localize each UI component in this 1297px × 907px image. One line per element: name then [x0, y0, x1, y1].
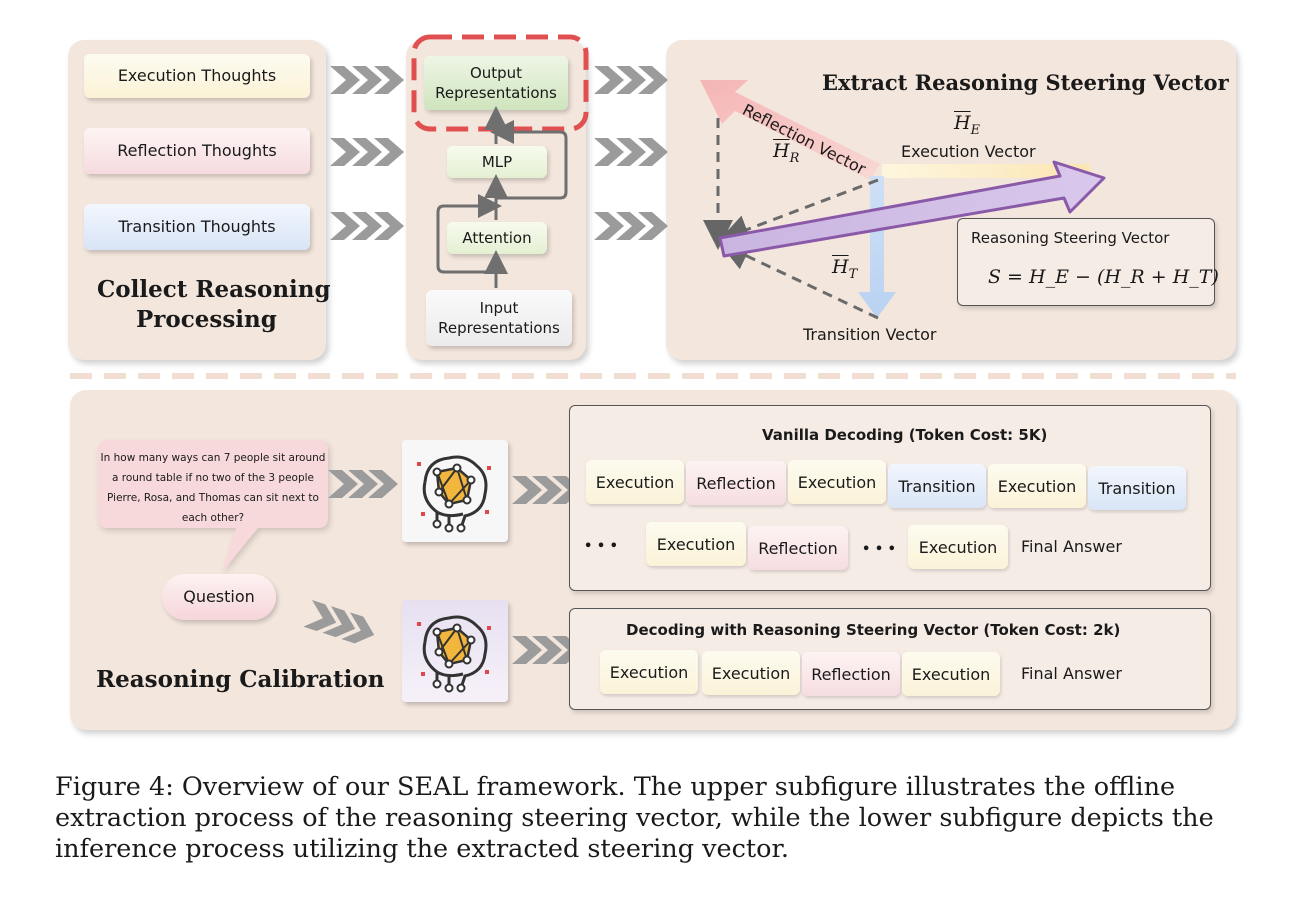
output-label-line2: Representations	[435, 84, 557, 102]
output-representations-box: Output Representations	[424, 56, 568, 110]
execution-thoughts-box: Execution Thoughts	[84, 54, 310, 98]
h-t-letter: H	[832, 256, 849, 278]
h-r-letter: H	[773, 140, 790, 162]
mlp-box: MLP	[447, 146, 547, 178]
llm-icon-box-steered	[402, 600, 508, 702]
attention-box: Attention	[447, 222, 547, 254]
steered-title: Decoding with Reasoning Steering Vector …	[626, 621, 1121, 639]
input-label-line2: Representations	[438, 319, 560, 337]
vanilla-token-4: Transition	[888, 464, 986, 508]
vanilla-token-7: Execution	[646, 522, 746, 566]
question-text: In how many ways can 7 people sit around…	[100, 452, 326, 524]
vanilla-token-8: Reflection	[748, 526, 848, 570]
question-label: Question	[162, 574, 276, 620]
steering-formula-box	[957, 218, 1215, 306]
steered-token-4: Execution	[902, 652, 1000, 696]
steered-token-2: Execution	[702, 651, 800, 695]
vanilla-token-5: Execution	[988, 464, 1086, 508]
vanilla-token-1: Execution	[586, 460, 684, 504]
input-label-line1: Input	[479, 299, 519, 317]
vanilla-token-6: Transition	[1088, 466, 1186, 510]
steered-token-3: Reflection	[802, 652, 900, 696]
output-label-line1: Output	[469, 64, 523, 82]
input-representations-box: Input Representations	[426, 290, 572, 346]
reflection-thoughts-box: Reflection Thoughts	[84, 128, 310, 174]
figure-caption: Figure 4: Overview of our SEAL framework…	[55, 772, 1214, 864]
h-e-letter: H	[954, 112, 971, 134]
h-e-sub: E	[970, 122, 981, 138]
collect-title-line1: Collect Reasoning	[97, 276, 331, 303]
steered-token-1: Execution	[600, 650, 698, 694]
steering-formula-title: Reasoning Steering Vector	[971, 229, 1170, 247]
h-t-symbol: HT	[832, 256, 857, 282]
execution-vector-label: Execution Vector	[901, 142, 1036, 161]
chevron-arrows-model	[594, 66, 668, 240]
steered-final-answer: Final Answer	[1021, 664, 1122, 683]
h-r-symbol: HR	[773, 140, 799, 166]
vanilla-final-answer: Final Answer	[1021, 537, 1122, 556]
section-separator	[70, 373, 1236, 379]
extract-title: Extract Reasoning Steering Vector	[822, 70, 1229, 95]
h-r-sub: R	[789, 150, 800, 166]
vanilla-ellipsis-2: • • •	[862, 542, 896, 557]
calibration-title: Reasoning Calibration	[96, 666, 385, 693]
vanilla-ellipsis-1: • • •	[584, 539, 618, 554]
steering-formula: S = H_E − (H_R + H_T)	[988, 266, 1219, 288]
vanilla-title: Vanilla Decoding (Token Cost: 5K)	[762, 426, 1048, 444]
collect-title-line2: Processing	[136, 306, 277, 333]
h-t-sub: T	[848, 266, 858, 282]
transition-vector-label: Transition Vector	[803, 325, 937, 344]
h-e-symbol: HE	[954, 112, 980, 138]
transition-thoughts-box: Transition Thoughts	[84, 204, 310, 250]
vanilla-token-3: Execution	[788, 460, 886, 504]
chevron-arrows-collect	[330, 66, 404, 240]
vanilla-token-9: Execution	[908, 525, 1008, 569]
vanilla-token-2: Reflection	[686, 461, 786, 505]
llm-icon-box-vanilla	[402, 440, 508, 542]
